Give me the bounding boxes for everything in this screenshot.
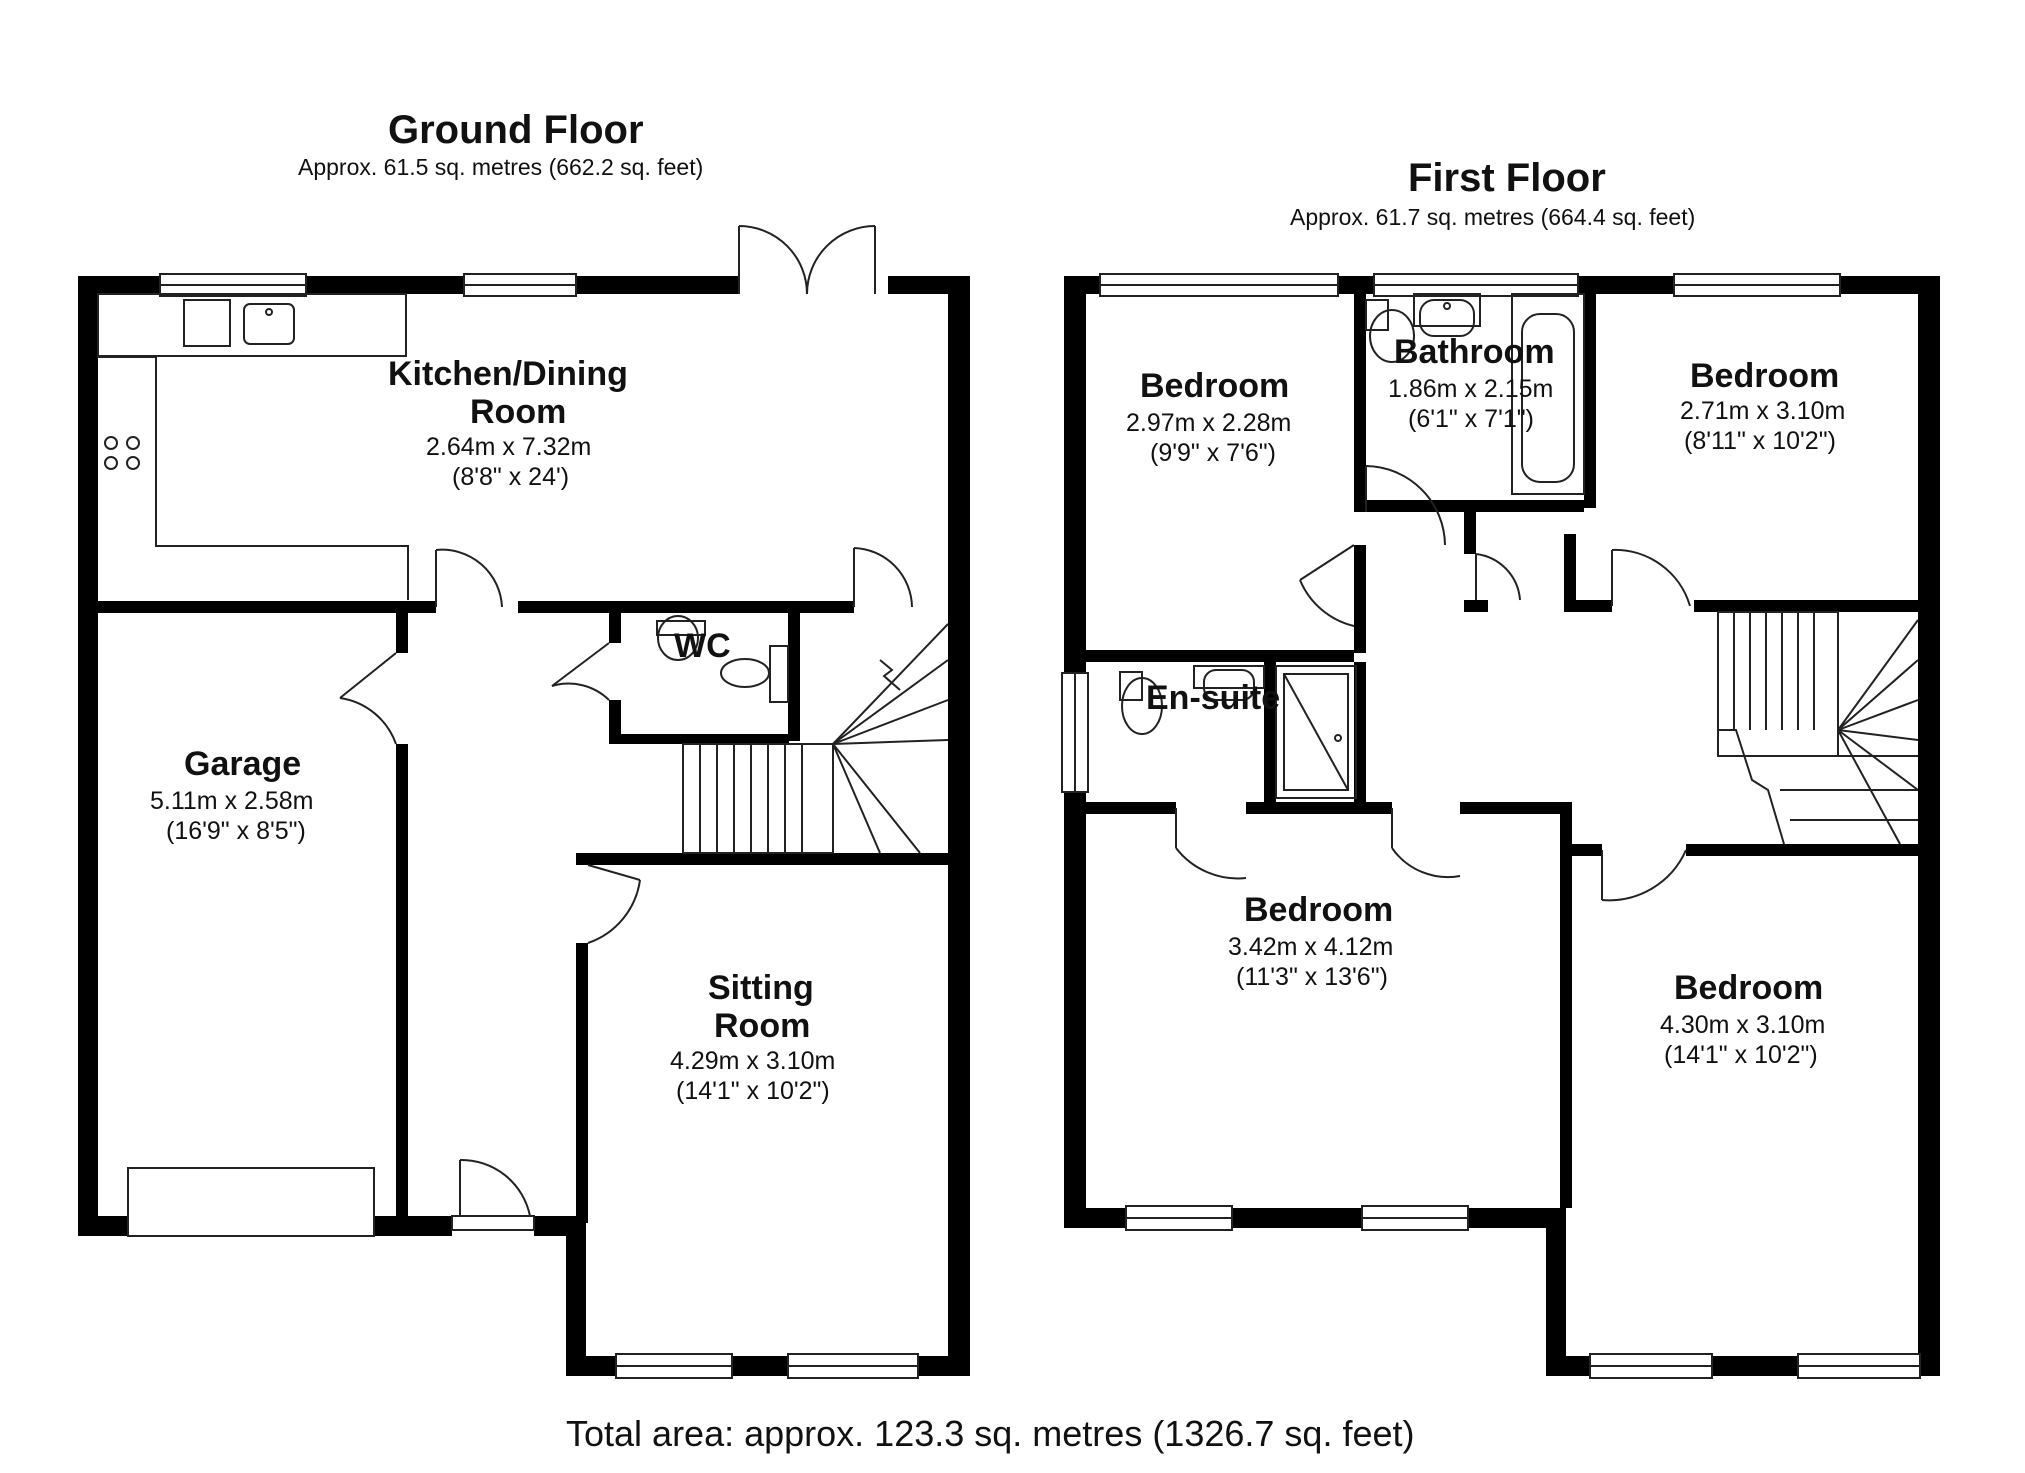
basin-icon (1419, 299, 1475, 337)
exterior-walls (1064, 276, 1940, 1376)
windows (1061, 273, 1921, 1379)
first-floor-area: Approx. 61.7 sq. metres (664.4 sq. feet) (1290, 204, 1696, 230)
room-label-sitting-room-line2: Room (714, 1007, 811, 1045)
room-dimensions-metric: 4.29m x 3.10m (670, 1047, 836, 1075)
room-label-bathroom: Bathroom (1394, 333, 1555, 371)
ensuite-fittings (1119, 665, 1357, 799)
room-label-bedroom: Bedroom (1244, 891, 1394, 929)
room-dimensions-metric: 1.86m x 2.15m (1388, 375, 1554, 403)
shower-icon (1275, 665, 1357, 799)
first-floor-title: First Floor (1408, 156, 1606, 200)
bath-icon (1511, 293, 1585, 495)
ground-floor-title: Ground Floor (388, 108, 644, 152)
room-dimensions-imperial: (11'3" x 13'6") (1236, 963, 1388, 991)
basin-icon (1193, 665, 1265, 701)
windows (127, 273, 919, 1379)
hob-icon (104, 436, 140, 470)
room-dimensions-metric: 3.42m x 4.12m (1228, 933, 1394, 961)
room-label-ensuite: En-suite (1146, 679, 1281, 717)
staircase (682, 623, 949, 854)
doors (1175, 465, 1691, 902)
staircase (1717, 611, 1919, 845)
room-dimensions-metric: 4.30m x 3.10m (1660, 1011, 1826, 1039)
room-label-kitchen-dining-line2: Room (470, 393, 567, 431)
room-label-garage: Garage (184, 745, 302, 783)
room-label-bedroom: Bedroom (1674, 969, 1824, 1007)
interior-walls (98, 601, 948, 1223)
ground-floor-area: Approx. 61.5 sq. metres (662.2 sq. feet) (298, 154, 704, 180)
room-label-sitting-room: Sitting (708, 969, 814, 1007)
exterior-walls (78, 276, 970, 1376)
room-dimensions-imperial: (14'1" x 10'2") (676, 1077, 830, 1105)
room-label-kitchen-dining: Kitchen/Dining (388, 355, 628, 393)
room-dimensions-imperial: (8'11" x 10'2") (1684, 427, 1836, 455)
sink-icon (243, 303, 295, 345)
room-dimensions-imperial: (16'9" x 8'5") (166, 817, 306, 845)
room-dimensions-imperial: (9'9" x 7'6") (1150, 439, 1276, 467)
wc-fittings (656, 615, 789, 703)
room-dimensions-metric: 5.11m x 2.58m (150, 787, 314, 815)
room-label-bedroom: Bedroom (1690, 357, 1840, 395)
room-dimensions-metric: 2.97m x 2.28m (1126, 409, 1292, 437)
doors (339, 547, 913, 1231)
room-dimensions-metric: 2.71m x 3.10m (1680, 397, 1846, 425)
room-dimensions-imperial: (14'1" x 10'2") (1664, 1041, 1818, 1069)
kitchen-worktop (97, 293, 409, 600)
first-floor-plan (1061, 273, 1940, 1379)
room-label-bedroom: Bedroom (1140, 367, 1290, 405)
room-dimensions-metric: 2.64m x 7.32m (426, 433, 592, 461)
total-area: Total area: approx. 123.3 sq. metres (13… (566, 1413, 1415, 1454)
room-dimensions-imperial: (6'1" x 7'1") (1408, 405, 1534, 433)
room-dimensions-imperial: (8'8" x 24') (452, 463, 570, 491)
bathroom-fittings (1365, 293, 1585, 495)
room-label-wc: WC (674, 627, 731, 665)
ground-floor-plan (78, 225, 970, 1379)
french-doors (738, 225, 876, 295)
